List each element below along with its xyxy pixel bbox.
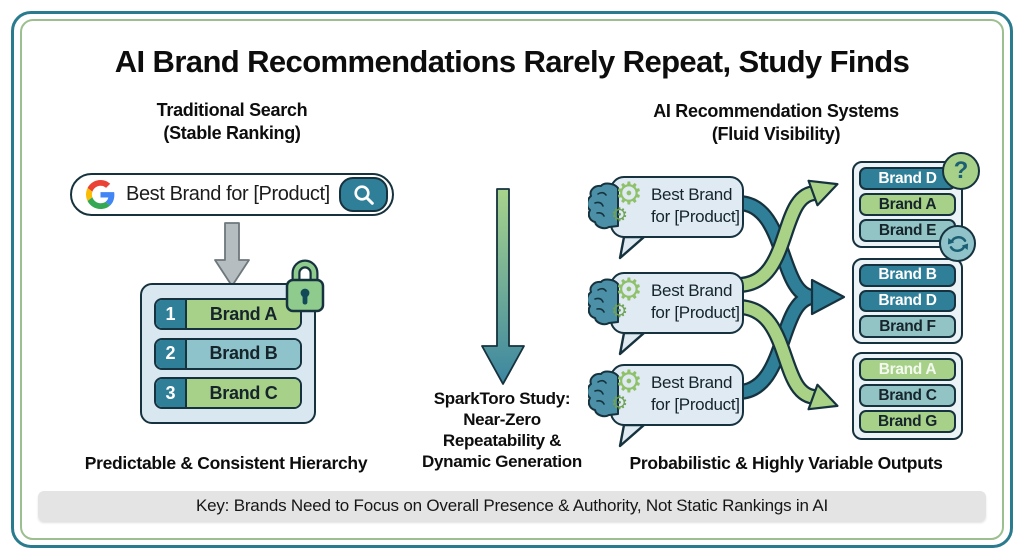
rank-number: 1 (156, 300, 187, 328)
note-line2: Near-Zero (463, 410, 541, 429)
note-line1: SparkToro Study: (433, 389, 571, 408)
prompt-line1: Best Brand (651, 185, 733, 204)
ai-brain-icon (588, 182, 619, 230)
bubble-tail (618, 424, 646, 448)
key-takeaway-text: Key: Brands Need to Focus on Overall Pre… (195, 496, 829, 515)
bubble-tail (618, 236, 646, 260)
gear-icon: ⚙ (611, 205, 629, 226)
down-arrow-gray (214, 222, 250, 287)
right-section-heading: AI Recommendation Systems (Fluid Visibil… (576, 100, 976, 146)
gear-icon: ⚙ (615, 176, 643, 211)
brand-chip: Brand A (859, 193, 956, 216)
prompt-line2: for [Product] (651, 303, 740, 322)
probabilistic-arrows (737, 179, 846, 411)
frame-outer-border (11, 11, 1013, 548)
brand-chip: Brand B (859, 264, 956, 287)
left-caption: Predictable & Consistent Hierarchy (84, 453, 368, 473)
prompt-line2: for [Product] (651, 395, 740, 414)
prompt-text: Best Brand for [Product] (651, 184, 740, 228)
sparktoro-study-note: SparkToro Study: Near-Zero Repeatability… (397, 388, 607, 472)
prompt-line1: Best Brand (651, 281, 733, 300)
google-search-bar: Best Brand for [Product] (70, 173, 394, 216)
refresh-cycle-icon (947, 235, 968, 252)
rank-row: 2 Brand B (154, 337, 302, 370)
prompt-text: Best Brand for [Product] (651, 372, 740, 416)
brand-chip: Brand F (859, 315, 956, 339)
rank-brand-label: Brand A (187, 300, 300, 328)
bubble-tail (618, 332, 646, 356)
brand-chip: Brand D (859, 289, 956, 313)
refresh-badge (939, 225, 976, 262)
gear-icon: ⚙ (615, 364, 643, 399)
gear-icon: ⚙ (611, 301, 629, 322)
ai-prompt-bubble: ⚙ ⚙ Best Brand for [Product] (588, 172, 744, 260)
ai-brain-icon (588, 278, 619, 326)
right-caption: Probabilistic & Highly Variable Outputs (629, 453, 943, 473)
gradient-down-arrow (481, 188, 525, 385)
frame-inner-border (20, 19, 1004, 540)
ai-output-box: Brand B Brand D Brand F (852, 258, 963, 344)
left-heading-line1: Traditional Search (156, 100, 308, 120)
rank-number: 3 (156, 379, 187, 407)
ai-brain-icon (588, 370, 619, 418)
ai-prompt-bubble: ⚙ ⚙ Best Brand for [Product] (588, 360, 744, 448)
magnifier-icon (353, 184, 374, 205)
gear-icon: ⚙ (615, 272, 643, 307)
brand-chip: Brand D (859, 167, 956, 190)
rank-row: 3 Brand C (154, 377, 302, 409)
search-button (339, 177, 388, 212)
search-query-text: Best Brand for [Product] (126, 183, 330, 205)
padlock-icon (285, 259, 325, 313)
right-heading-line1: AI Recommendation Systems (653, 101, 899, 121)
brand-chip: Brand G (859, 410, 956, 433)
bubble-body (610, 176, 744, 238)
left-section-heading: Traditional Search (Stable Ranking) (82, 99, 382, 145)
bubble-body (610, 364, 744, 426)
rank-brand-label: Brand B (187, 339, 300, 368)
brand-chip: Brand A (859, 358, 956, 381)
prompt-text: Best Brand for [Product] (651, 280, 740, 324)
left-heading-line2: (Stable Ranking) (163, 123, 301, 143)
question-mark-icon: ? (953, 157, 969, 184)
google-g-icon (86, 180, 115, 209)
prompt-line1: Best Brand (651, 373, 733, 392)
prompt-line2: for [Product] (651, 207, 740, 226)
rank-row: 1 Brand A (154, 298, 302, 330)
gear-icon: ⚙ (611, 393, 629, 414)
key-takeaway-bar: Key: Brands Need to Focus on Overall Pre… (38, 491, 986, 521)
ai-prompt-bubble: ⚙ ⚙ Best Brand for [Product] (588, 268, 744, 356)
bubble-body (610, 272, 744, 334)
rank-brand-label: Brand C (187, 379, 300, 407)
ai-output-box: Brand A Brand C Brand G (852, 352, 963, 440)
brand-chip: Brand C (859, 384, 956, 407)
question-mark-badge: ? (942, 152, 980, 190)
rank-number: 2 (156, 339, 187, 368)
right-heading-line2: (Fluid Visibility) (711, 124, 841, 144)
page-title: AI Brand Recommendations Rarely Repeat, … (114, 44, 910, 79)
note-line4: Dynamic Generation (422, 452, 582, 471)
note-line3: Repeatability & (442, 431, 562, 450)
